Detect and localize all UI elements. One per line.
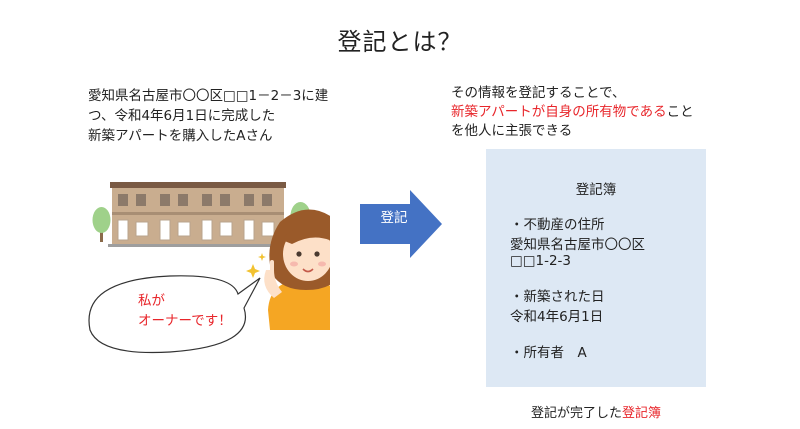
land-register-document: 登記簿 ・不動産の住所 愛知県名古屋市〇〇区 □□1-2-3 ・新築された日 令…	[486, 149, 706, 387]
speech-bubble-line-1: 私が	[138, 293, 165, 309]
register-built-date-label: ・新築された日	[510, 289, 605, 305]
caption-prefix: 登記が完了した	[530, 406, 622, 421]
arrow-label: 登記	[380, 210, 408, 226]
scenario-line-1: 愛知県名古屋市〇〇区□□1－2－3に建	[88, 88, 329, 104]
register-address-line-2: □□1-2-3	[510, 253, 572, 269]
speech-bubble-line-2: オーナーです！	[138, 313, 232, 329]
scenario-description: 愛知県名古屋市〇〇区□□1－2－3に建 つ、令和4年6月1日に完成した 新築アパ…	[88, 86, 378, 146]
register-heading: 登記簿	[575, 182, 617, 198]
explanation-line-2: 新築アパートが自身の所有物であること	[451, 103, 771, 122]
apartment-building-icon	[108, 182, 288, 247]
register-owner: ・所有者 A	[510, 345, 587, 361]
register-address-label: ・不動産の住所	[510, 217, 605, 233]
woman-owner-icon	[264, 209, 330, 330]
explanation-line-1: その情報を登記することで、	[451, 85, 626, 101]
explanation-highlight: 新築アパートが自身の所有物である	[451, 104, 667, 120]
scenario-line-3: 新築アパートを購入したAさん	[88, 128, 273, 144]
caption-highlight: 登記簿	[622, 406, 662, 421]
explanation-line-3: を他人に主張できる	[451, 123, 573, 139]
register-address-line-1: 愛知県名古屋市〇〇区	[510, 237, 645, 253]
speech-bubble-text: 私が オーナーです！	[138, 291, 232, 331]
explanation-line-2-rest: こと	[666, 104, 694, 120]
apartment-owner-illustration	[88, 182, 330, 354]
register-caption: 登記が完了した登記簿	[486, 402, 706, 421]
registration-explanation: その情報を登記することで、 新築アパートが自身の所有物であること を他人に主張で…	[451, 84, 771, 141]
sparkle-icon	[246, 253, 266, 278]
speech-bubble	[88, 275, 261, 354]
tree-left-icon	[92, 207, 111, 242]
register-built-date-value: 令和4年6月1日	[510, 309, 604, 325]
scenario-line-2: つ、令和4年6月1日に完成した	[88, 108, 276, 124]
page-title: 登記とは？	[337, 28, 463, 56]
right-arrow-icon	[360, 190, 442, 258]
